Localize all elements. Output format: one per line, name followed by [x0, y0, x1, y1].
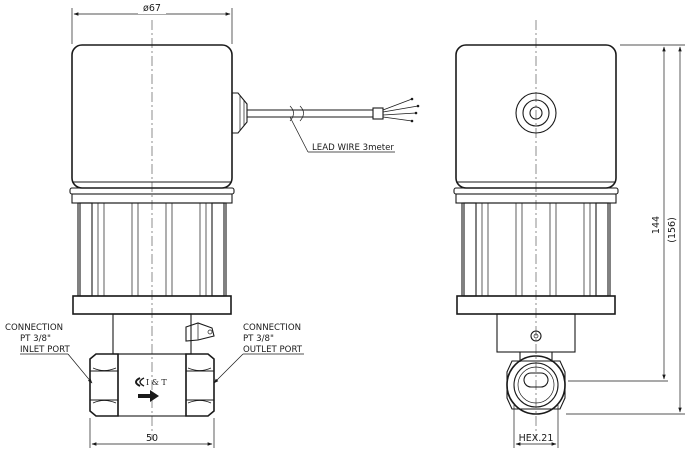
top-diameter-dimension: ø67: [71, 2, 233, 44]
inlet-hex: [89, 353, 119, 417]
outlet-callout: CONNECTION PT 3/8" OUTLET PORT: [213, 323, 304, 384]
hex-label: HEX.21: [519, 433, 554, 444]
front-view: ø67 LEAD: [5, 2, 420, 448]
flow-arrow: [138, 390, 159, 402]
brand-label: I & T: [146, 378, 167, 387]
height-total-label: (156): [667, 217, 678, 243]
inlet-label-line3: INLET PORT: [20, 345, 70, 355]
inlet-callout: CONNECTION PT 3/8" INLET PORT: [5, 323, 93, 384]
cable-gland: [231, 92, 420, 153]
width-dimension: [89, 418, 215, 448]
side-cable-gland: [515, 92, 557, 134]
side-port: [506, 355, 566, 415]
inlet-label-line1: CONNECTION: [5, 323, 63, 333]
side-view: HEX.21 144 (156): [453, 20, 685, 448]
height-main-label: 144: [651, 216, 662, 234]
brand-logo: I & T: [135, 377, 167, 387]
side-pillar-cage: [461, 202, 611, 297]
outlet-label-line3: OUTLET PORT: [243, 345, 303, 355]
hex-dimension: [513, 405, 559, 448]
outlet-hex: [185, 353, 215, 417]
inlet-label-line2: PT 3/8": [20, 334, 51, 344]
outlet-label-line1: CONNECTION: [243, 323, 301, 333]
lead-wire-label: LEAD WIRE 3meter: [312, 143, 394, 153]
width-label: 50: [146, 433, 158, 444]
side-valve-neck: [496, 313, 576, 353]
outlet-label-line2: PT 3/8": [243, 334, 274, 344]
height-dimensions: [566, 44, 685, 415]
top-diameter-label: ø67: [143, 3, 161, 14]
